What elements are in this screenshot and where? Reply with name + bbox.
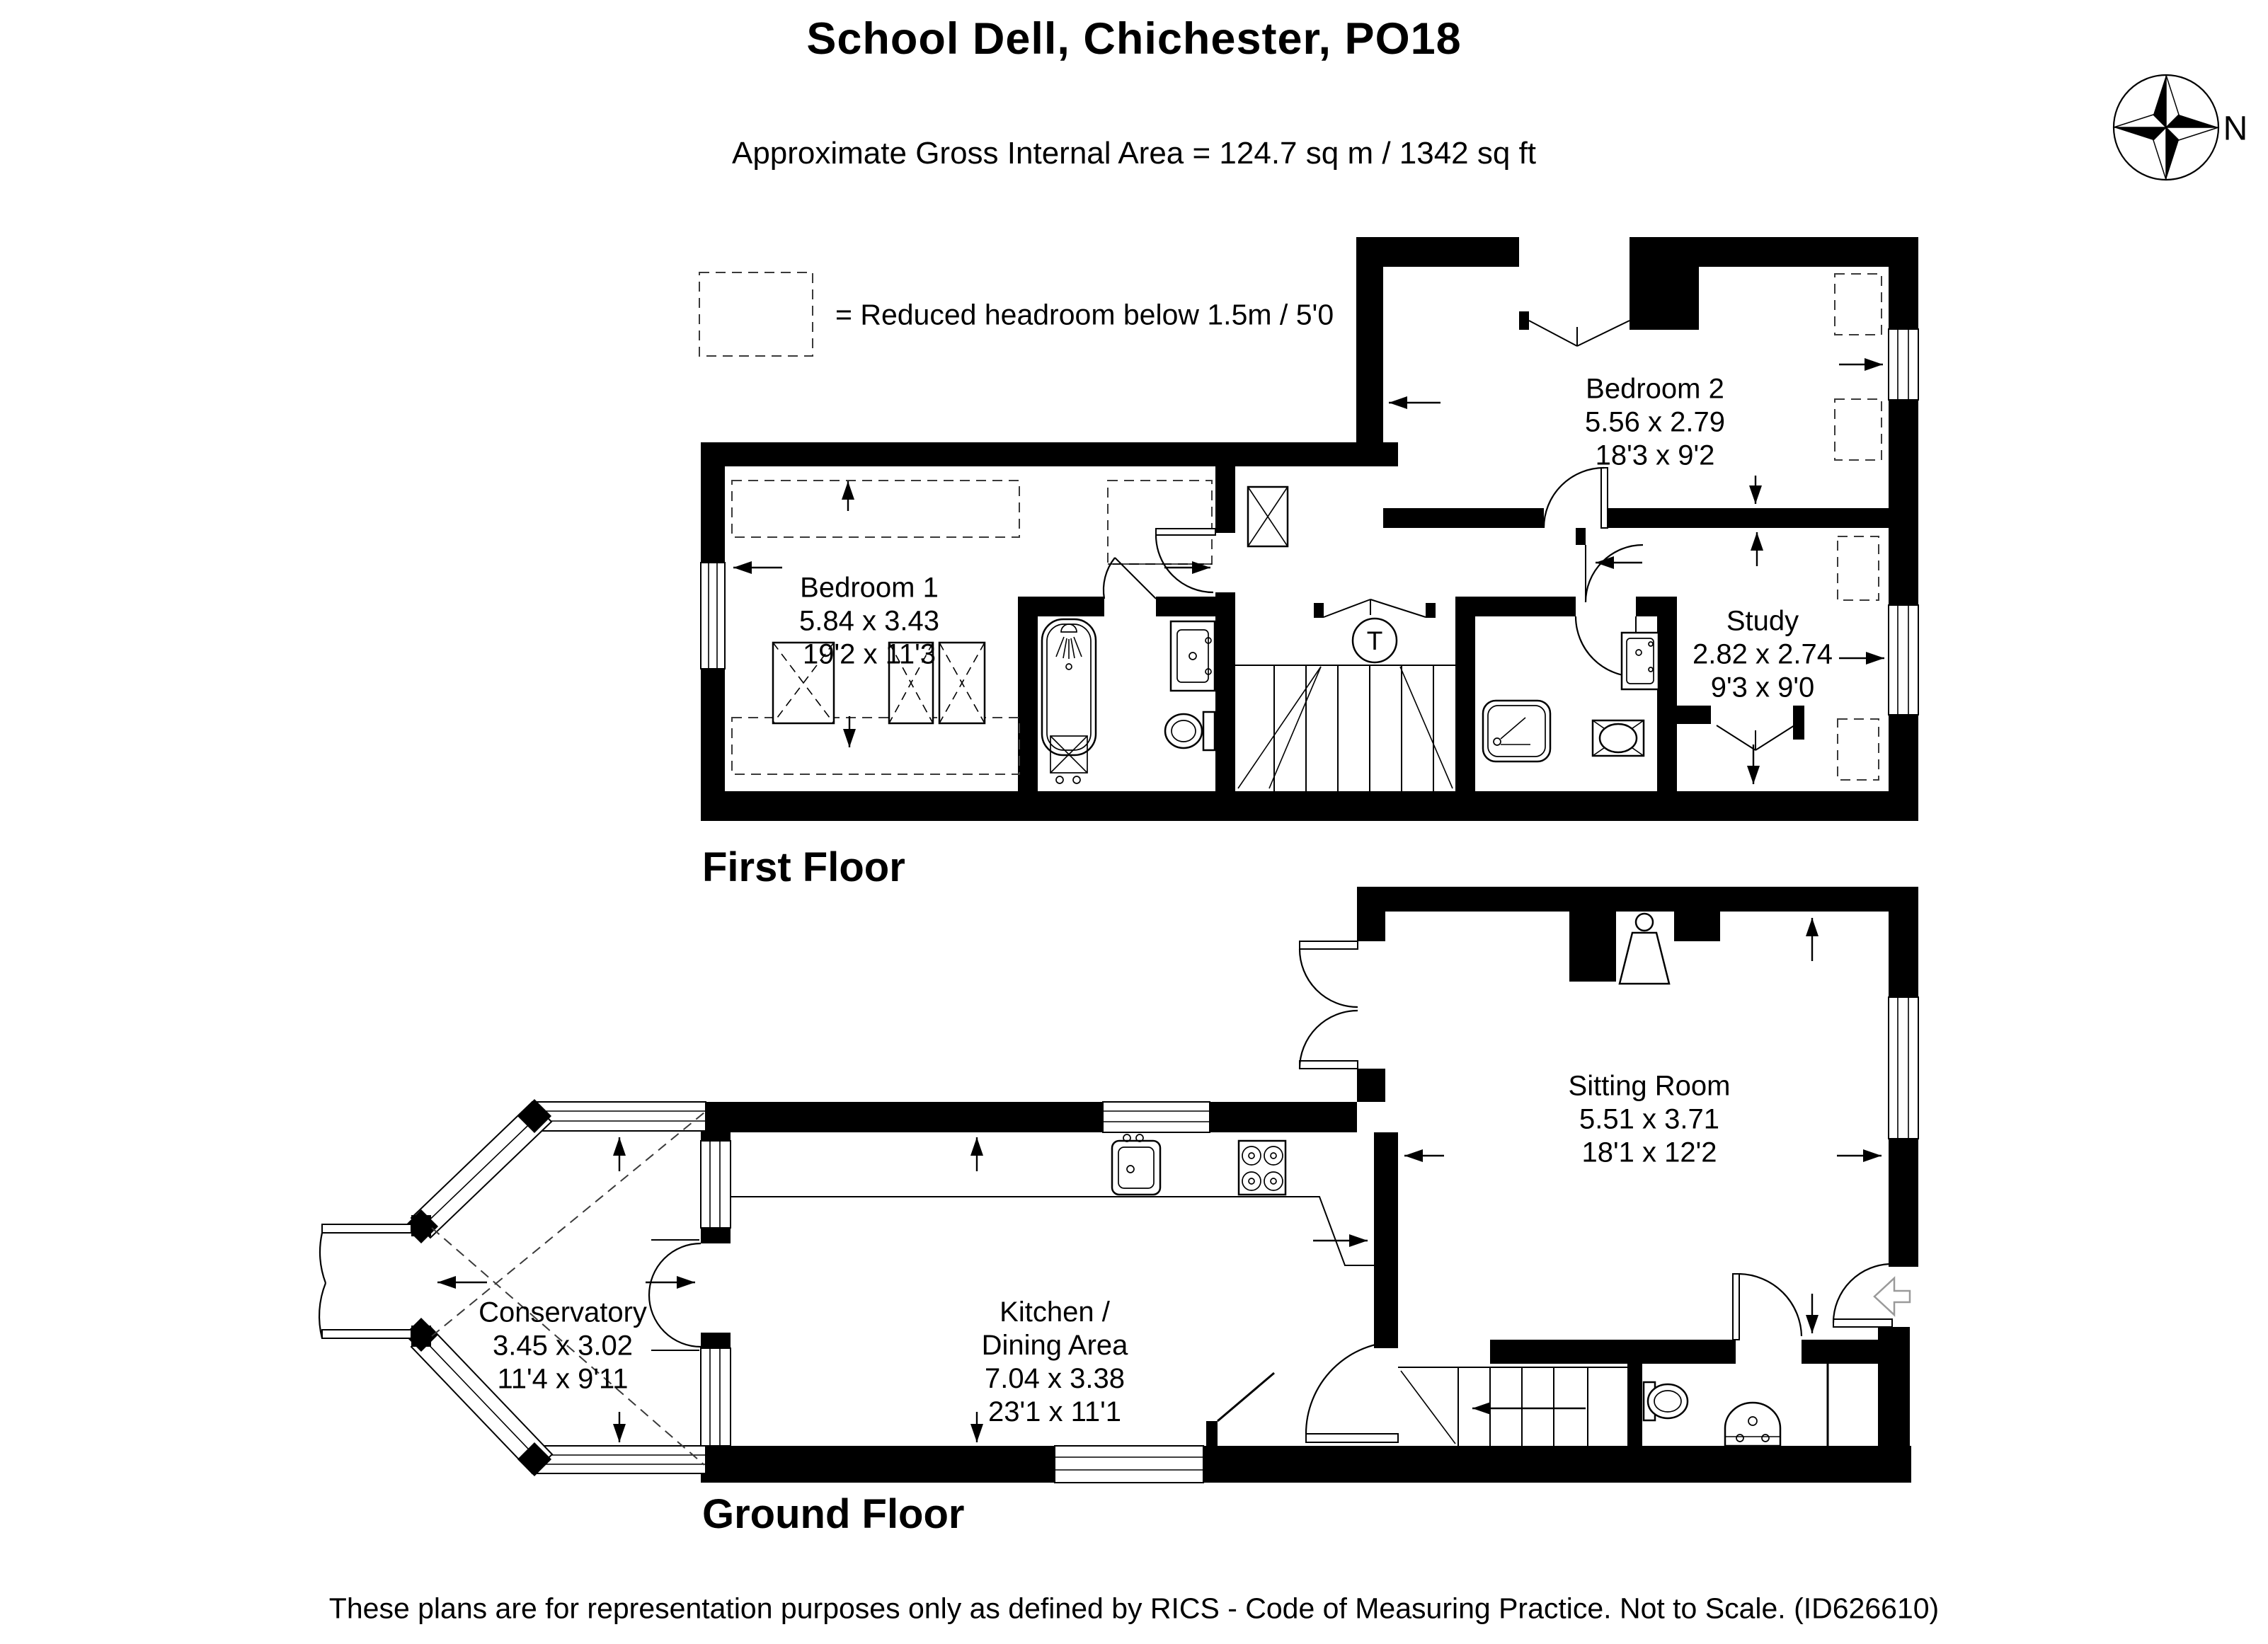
- room-size-metric: 3.45 x 3.02: [493, 1330, 633, 1362]
- page-subtitle: Approximate Gross Internal Area = 124.7 …: [731, 136, 1537, 171]
- room-name-line2: Dining Area: [981, 1330, 1128, 1361]
- legend-text: = Reduced headroom below 1.5m / 5'0: [835, 298, 1334, 331]
- room-label-conservatory: Conservatory 3.45 x 3.02 11'4 x 9'11: [479, 1297, 647, 1396]
- room-size-metric: 5.56 x 2.79: [1585, 406, 1725, 438]
- room-name: Bedroom 2: [1586, 373, 1724, 405]
- room-size-imperial: 9'3 x 9'0: [1710, 672, 1815, 703]
- shower-room-fixtures: [1482, 631, 1660, 763]
- wc-fixtures: [1642, 1353, 1829, 1447]
- ground-floor-walls: [701, 887, 1918, 1483]
- room-size-imperial: 23'1 x 11'1: [987, 1396, 1122, 1427]
- room-size-imperial: 11'4 x 9'11: [497, 1363, 629, 1395]
- disclaimer-text: These plans are for representation purpo…: [328, 1592, 1940, 1625]
- room-size-metric: 7.04 x 3.38: [985, 1363, 1125, 1394]
- first-floor-reduced-headroom-zones: [731, 273, 1882, 781]
- room-name: Sitting Room: [1568, 1070, 1731, 1102]
- entrance-arrow-icon: [1873, 1276, 1911, 1317]
- room-name: Conservatory: [479, 1297, 647, 1328]
- tank-symbol: T: [1366, 626, 1383, 655]
- room-size-imperial: 19'2 x 11'3: [802, 638, 936, 670]
- room-size-imperial: 18'3 x 9'2: [1595, 439, 1715, 471]
- first-floor-walls: [701, 237, 1918, 821]
- conservatory-bay: [318, 1098, 731, 1477]
- ground-floor-stairs: [1398, 1367, 1627, 1446]
- page-title: School Dell, Chichester, PO18: [806, 14, 1462, 64]
- room-label-kitchen-dining: Kitchen / Dining Area 7.04 x 3.38 23'1 x…: [982, 1296, 1128, 1429]
- room-name-line1: Kitchen /: [1000, 1297, 1110, 1328]
- kitchen-fixtures: [731, 1134, 1374, 1266]
- ground-floor-windows: [700, 996, 1919, 1483]
- first-floor-dimension-arrows: [733, 358, 1884, 784]
- room-name: Bedroom 1: [800, 572, 939, 604]
- room-size-metric: 5.84 x 3.43: [799, 605, 939, 637]
- room-label-sitting-room: Sitting Room 5.51 x 3.71 18'1 x 12'2: [1569, 1070, 1731, 1170]
- first-floor-plan: [700, 237, 1919, 821]
- room-size-imperial: 18'1 x 12'2: [1581, 1137, 1717, 1168]
- first-floor-closet-doors: [1528, 320, 1795, 751]
- first-floor-wardrobes: [772, 485, 1289, 725]
- ground-floor-plan: [318, 887, 1919, 1483]
- first-floor-stairs: [1235, 665, 1455, 791]
- room-label-bedroom-1: Bedroom 1 5.84 x 3.43 19'2 x 11'3: [799, 572, 939, 672]
- room-label-bedroom-2: Bedroom 2 5.56 x 2.79 18'3 x 9'2: [1585, 373, 1725, 473]
- compass-north-label: N: [2223, 110, 2248, 148]
- room-label-study: Study 2.82 x 2.74 9'3 x 9'0: [1693, 605, 1833, 705]
- ground-floor-heading: Ground Floor: [702, 1491, 965, 1537]
- compass-icon: [2112, 74, 2220, 181]
- first-floor-windows: [700, 328, 1919, 715]
- first-floor-heading: First Floor: [702, 844, 905, 890]
- bathroom-fixtures: [1041, 618, 1216, 784]
- room-size-metric: 2.82 x 2.74: [1693, 638, 1833, 670]
- fireplace-stove: [1618, 912, 1671, 985]
- first-floor-doors: [1102, 466, 1644, 678]
- ground-floor-doors: [1217, 941, 1893, 1443]
- legend-dashed-box-icon: [699, 272, 813, 357]
- room-name: Study: [1726, 605, 1799, 637]
- ground-floor-dimension-arrows: [437, 918, 1882, 1442]
- airing-cupboard: [1314, 599, 1436, 664]
- room-size-metric: 5.51 x 3.71: [1579, 1103, 1719, 1135]
